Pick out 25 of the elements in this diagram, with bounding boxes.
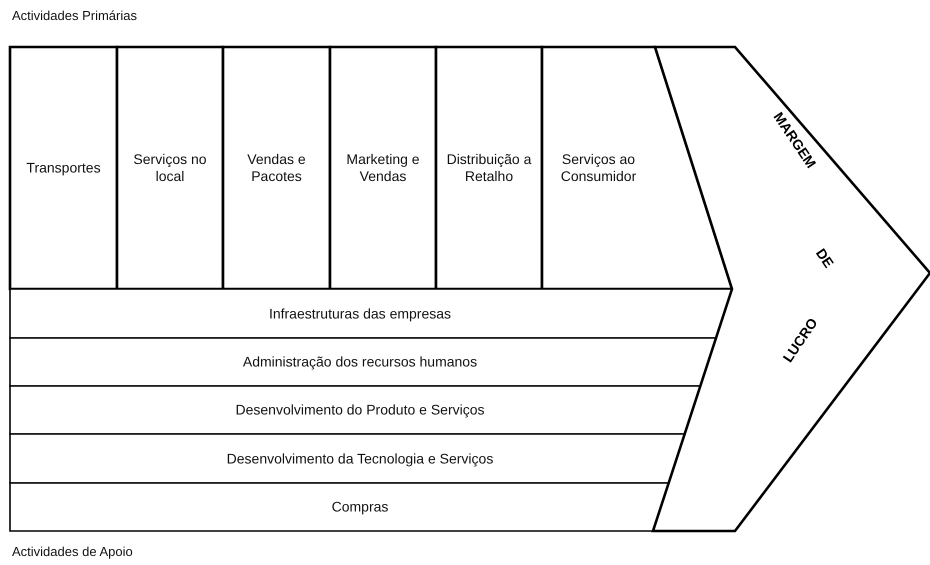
- band-label: Compras: [330, 498, 390, 516]
- column-label: Serviços no local: [132, 151, 208, 185]
- support-band: [10, 483, 669, 531]
- activity-column: [10, 47, 117, 289]
- column-label: Marketing e Vendas: [345, 151, 421, 185]
- column-label: Transportes: [25, 160, 102, 176]
- band-label: Infraestruturas das empresas: [268, 305, 452, 322]
- activity-column: [542, 47, 732, 289]
- band-label: Desenvolvimento da Tecnologia e Serviços: [226, 450, 494, 467]
- column-label: Vendas e Pacotes: [246, 151, 307, 185]
- activity-column: [330, 47, 436, 289]
- section-label: Actividades de Apoio: [12, 544, 133, 559]
- section-label: Actividades Primárias: [12, 8, 137, 23]
- support-band: [10, 289, 732, 338]
- column-label: Distribuição a Retalho: [446, 151, 532, 185]
- column-label: Serviços ao Consumidor: [560, 151, 638, 185]
- band-label: Administração dos recursos humanos: [242, 354, 478, 370]
- support-band: [10, 386, 700, 434]
- support-band: [10, 434, 685, 483]
- support-band: [10, 338, 716, 386]
- activity-column: [117, 47, 223, 289]
- margin-label: DE: [812, 245, 838, 271]
- band-label: Desenvolvimento do Produto e Serviços: [234, 402, 486, 418]
- activity-column: [223, 47, 330, 289]
- activity-column: [436, 47, 542, 289]
